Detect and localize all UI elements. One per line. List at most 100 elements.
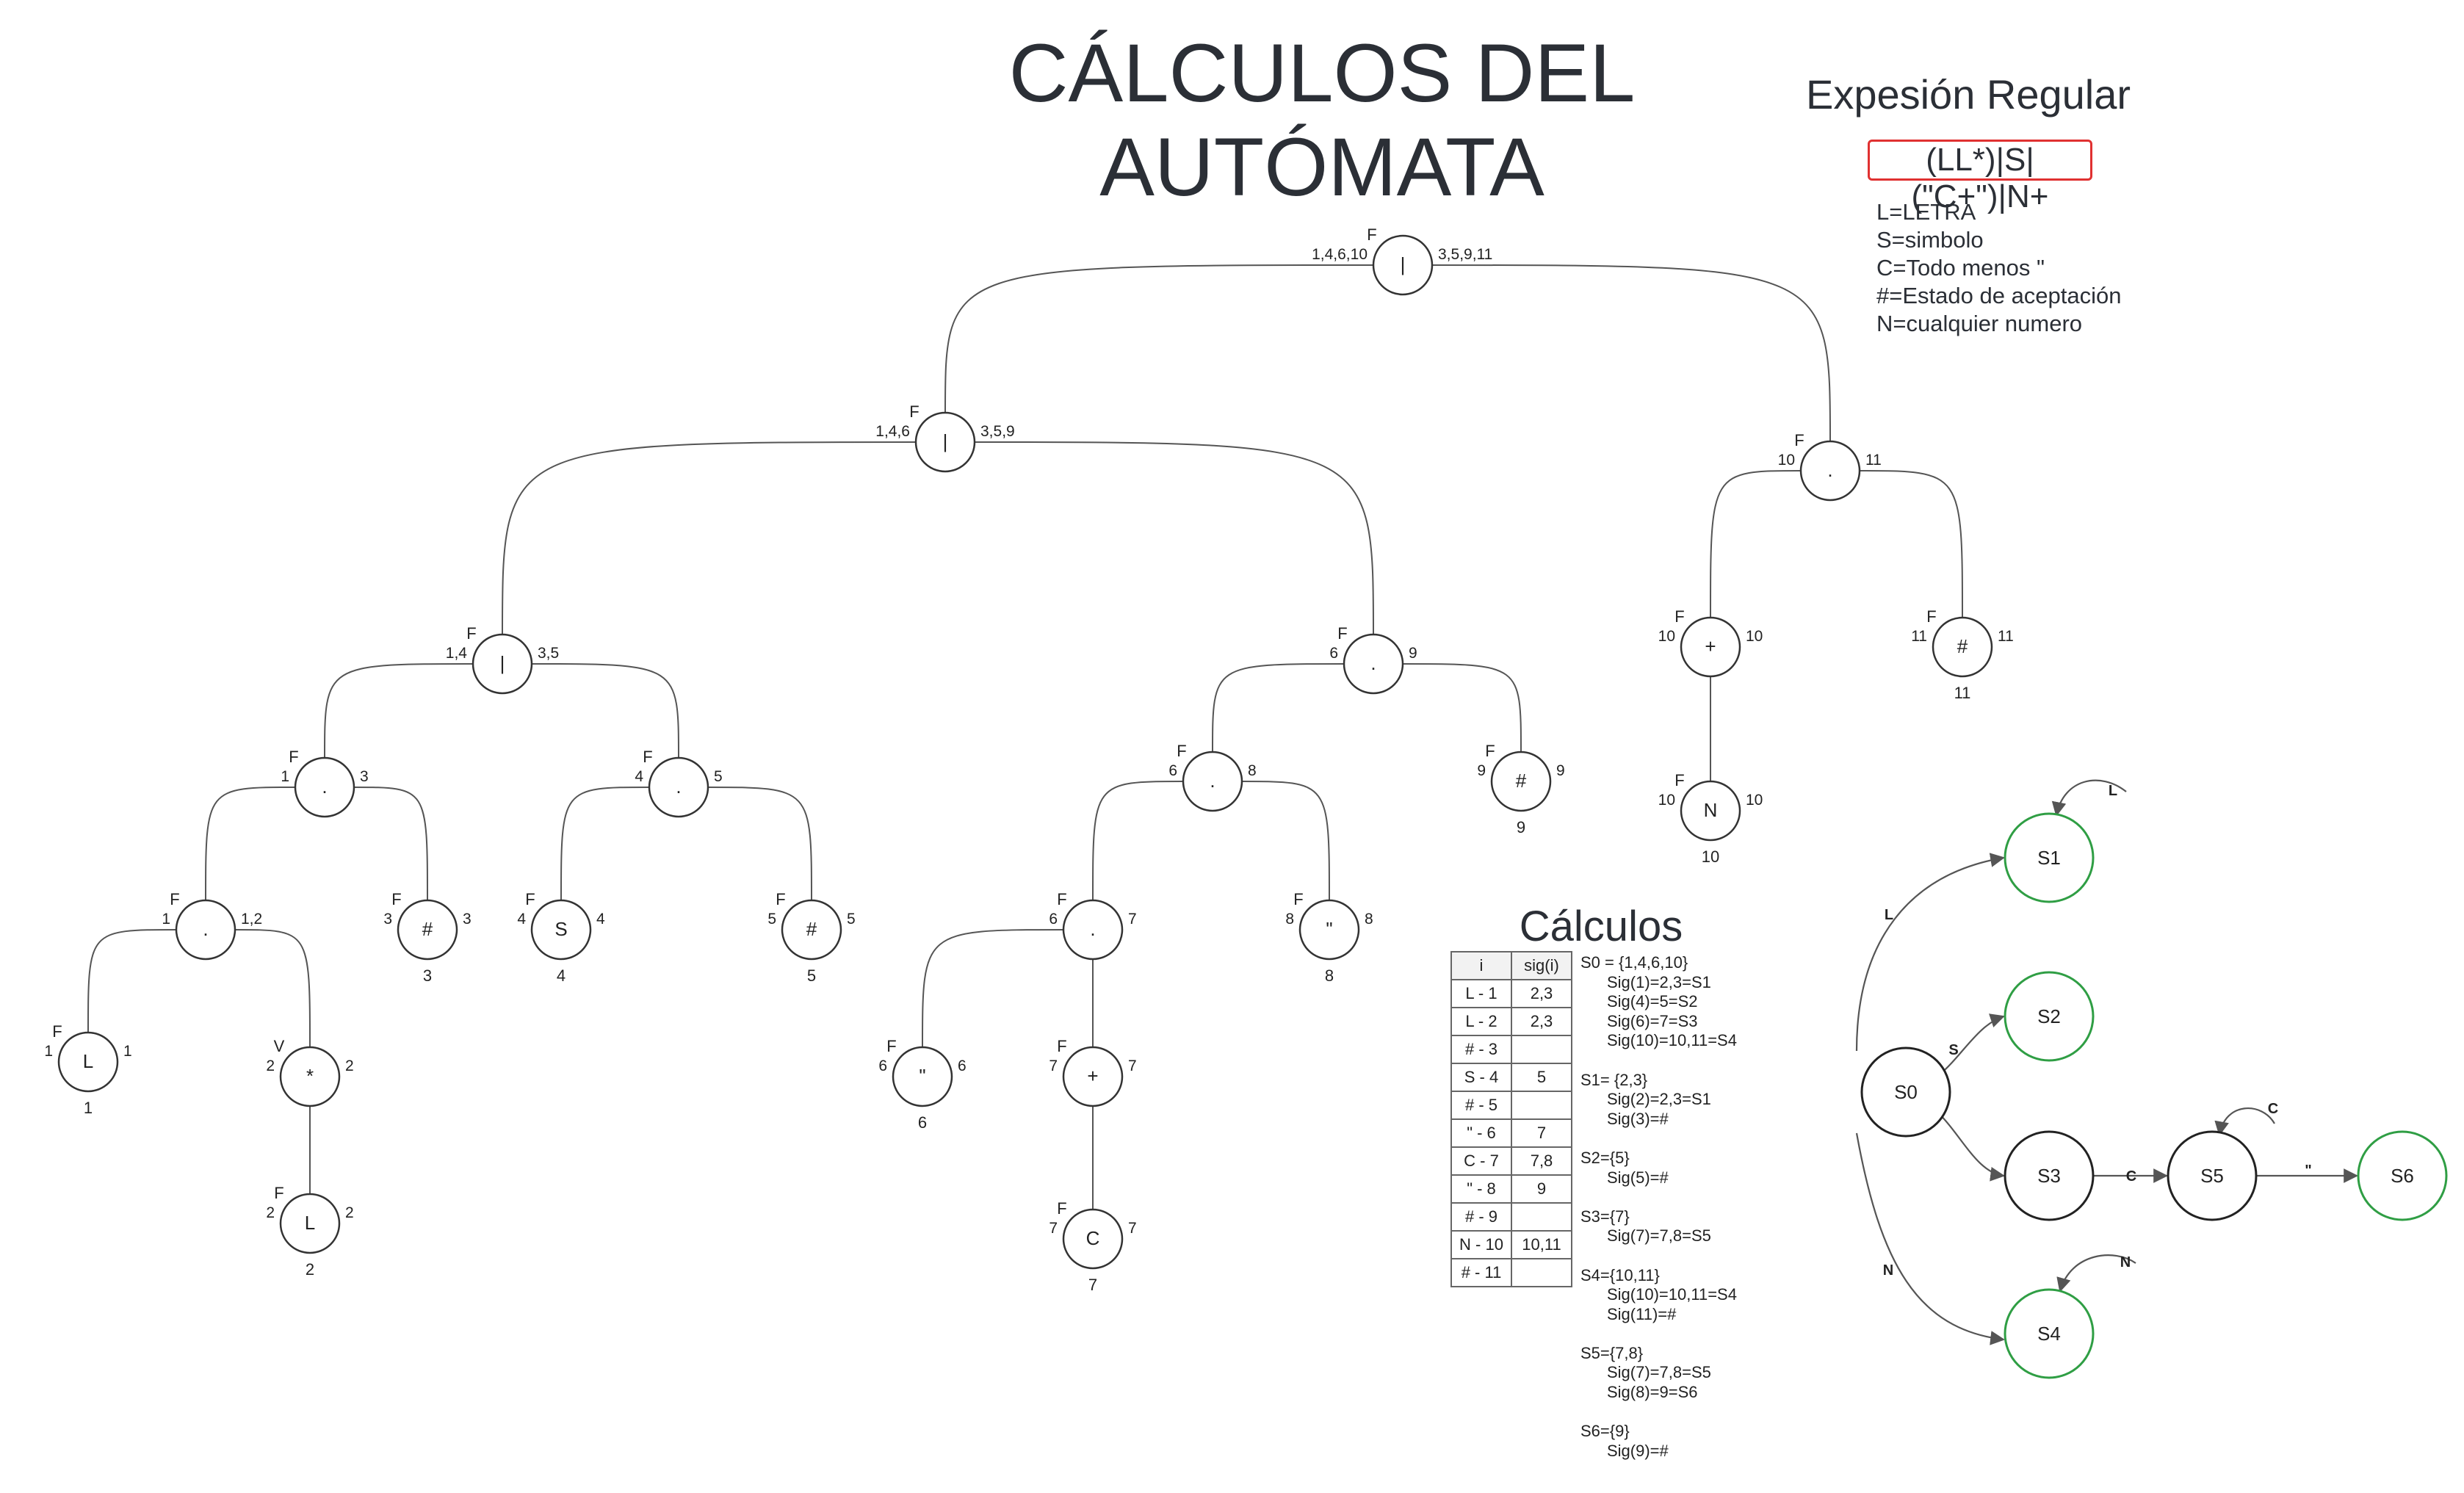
regex-expression: (LL*)|S|("C+")|N+ bbox=[1868, 140, 2092, 214]
nullable-label: F bbox=[1057, 890, 1066, 908]
transition-label: N bbox=[1883, 1262, 1893, 1279]
firstpos-label: 6 bbox=[1168, 762, 1177, 779]
state-node: S5 bbox=[2167, 1130, 2258, 1221]
table-cell-followpos: 5 bbox=[1511, 1063, 1572, 1092]
accepting-state-circle bbox=[2357, 1130, 2448, 1221]
state-node: S2 bbox=[2004, 971, 2095, 1062]
tree-node-symbol: . bbox=[676, 776, 681, 798]
transition-label: L bbox=[2109, 783, 2117, 799]
lastpos-label: 4 bbox=[596, 911, 605, 928]
tree-node-symbol: " bbox=[1326, 918, 1332, 940]
tree-node-symbol: + bbox=[1705, 635, 1716, 657]
state-calc-head: S6={9} bbox=[1580, 1422, 1630, 1441]
state-calc-line: Sig(8)=9=S6 bbox=[1607, 1383, 1698, 1402]
lastpos-label: 5 bbox=[714, 768, 723, 785]
state-calc-line: Sig(4)=5=S2 bbox=[1607, 992, 1698, 1011]
table-cell-position: N - 10 bbox=[1450, 1230, 1512, 1259]
state-calc-line: Sig(9)=# bbox=[1607, 1441, 1669, 1460]
lastpos-label: 3,5,9,11 bbox=[1438, 246, 1492, 263]
lastpos-label: 8 bbox=[1248, 762, 1257, 779]
firstpos-label: 10 bbox=[1778, 452, 1795, 469]
tree-node-circle bbox=[1932, 616, 1993, 678]
position-label: 6 bbox=[918, 1113, 927, 1132]
tree-node-circle bbox=[279, 1046, 341, 1107]
lastpos-label: 1,2 bbox=[241, 911, 262, 928]
position-label: 2 bbox=[306, 1260, 314, 1279]
state-calc-line: Sig(7)=7,8=S5 bbox=[1607, 1226, 1711, 1246]
tree-node-circle bbox=[781, 899, 842, 961]
tree-edge bbox=[1402, 663, 1522, 753]
nullable-label: F bbox=[1485, 742, 1495, 760]
table-cell-position: L - 2 bbox=[1450, 1007, 1512, 1036]
tree-edge bbox=[560, 787, 650, 901]
tree-node-symbol: . bbox=[1090, 918, 1095, 940]
transition-label: C bbox=[2126, 1168, 2136, 1185]
nullable-label: F bbox=[525, 890, 535, 908]
nullable-label: F bbox=[1794, 431, 1804, 449]
lastpos-label: 6 bbox=[958, 1058, 967, 1074]
state-label: S5 bbox=[2200, 1165, 2224, 1187]
table-cell-position: # - 5 bbox=[1450, 1091, 1512, 1120]
legend-item: L=LETRA bbox=[1876, 199, 1976, 225]
lastpos-label: 9 bbox=[1409, 645, 1417, 662]
nullable-label: F bbox=[1057, 1199, 1066, 1218]
firstpos-label: 1 bbox=[281, 768, 289, 785]
position-label: 7 bbox=[1088, 1276, 1097, 1294]
transition-arrow bbox=[1855, 1132, 2005, 1345]
state-calc-head: S5={7,8} bbox=[1580, 1343, 1644, 1362]
table-cell-position: # - 11 bbox=[1450, 1258, 1512, 1287]
transition-label: S bbox=[1948, 1042, 1958, 1058]
nullable-label: F bbox=[1926, 607, 1936, 626]
tree-node-circle bbox=[1298, 899, 1360, 961]
table-cell-followpos bbox=[1511, 1091, 1572, 1120]
nullable-label: F bbox=[466, 624, 476, 643]
tree-edge bbox=[1241, 781, 1330, 901]
tree-node-circle bbox=[1062, 899, 1124, 961]
table-cell-followpos: 9 bbox=[1511, 1174, 1572, 1204]
nullable-label: F bbox=[1177, 742, 1186, 760]
firstpos-label: 2 bbox=[266, 1204, 275, 1221]
firstpos-label: 11 bbox=[1911, 628, 1927, 645]
tree-node-symbol: " bbox=[919, 1065, 925, 1087]
state-calc-line: Sig(5)=# bbox=[1607, 1168, 1669, 1187]
state-calc-line: Sig(7)=7,8=S5 bbox=[1607, 1363, 1711, 1382]
lastpos-label: 2 bbox=[345, 1204, 354, 1221]
state-label: S4 bbox=[2037, 1323, 2061, 1345]
firstpos-label: 1,4 bbox=[446, 645, 468, 662]
accepting-state-circle bbox=[2004, 812, 2095, 903]
tree-edge bbox=[1212, 663, 1345, 753]
tree-node-symbol: S bbox=[554, 918, 567, 940]
state-label: S6 bbox=[2391, 1165, 2414, 1187]
tree-edge bbox=[1431, 264, 1831, 442]
lastpos-label: 7 bbox=[1128, 911, 1137, 928]
transition-arrow bbox=[2051, 779, 2127, 817]
lastpos-label: 11 bbox=[1865, 452, 1882, 469]
state-node: S4 bbox=[2004, 1288, 2095, 1379]
lastpos-label: 3,5,9 bbox=[980, 423, 1015, 440]
position-label: 4 bbox=[557, 966, 566, 985]
tree-edge bbox=[1092, 781, 1184, 901]
position-label: 1 bbox=[84, 1099, 93, 1117]
nullable-label: V bbox=[274, 1037, 285, 1055]
table-cell-followpos: 7 bbox=[1511, 1118, 1572, 1148]
transition-arrow bbox=[1855, 853, 2005, 1052]
state-calc-head: S2={5} bbox=[1580, 1148, 1630, 1167]
table-row: # - 5 bbox=[1450, 1091, 1572, 1120]
table-cell-followpos: 7,8 bbox=[1511, 1146, 1572, 1176]
accepting-state-circle bbox=[2004, 971, 2095, 1062]
tree-node-symbol: | bbox=[500, 652, 505, 674]
firstpos-label: 4 bbox=[517, 911, 526, 928]
lastpos-label: 11 bbox=[1998, 628, 2014, 645]
position-label: 5 bbox=[807, 966, 816, 985]
table-cell-position: # - 3 bbox=[1450, 1035, 1512, 1064]
